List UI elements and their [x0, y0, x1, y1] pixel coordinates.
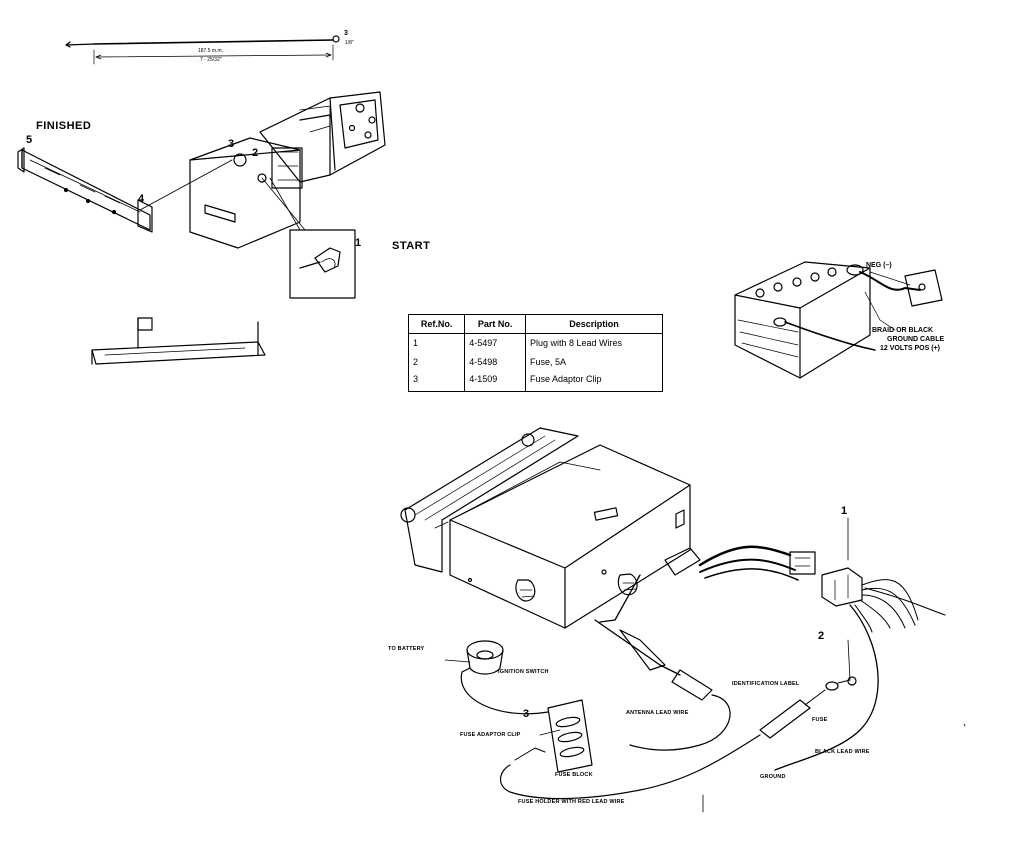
fuse-block-label: FUSE BLOCK: [555, 772, 593, 778]
black-lead-label: BLACK LEAD WIRE: [815, 749, 870, 755]
header-part-no: Part No.: [464, 314, 526, 334]
callout-3-rod: 3: [344, 30, 348, 37]
fuse-holder-label: FUSE HOLDER WITH RED LEAD WIRE: [518, 799, 625, 805]
table-row: 3 4-1509 Fuse Adaptor Clip: [407, 373, 663, 392]
callout-3-top: 3: [228, 138, 235, 150]
table-row: 1 4-5497 Plug with 8 Lead Wires: [407, 333, 663, 357]
part-no-cell: 4-1509: [464, 373, 526, 392]
dimension-in-label: 7 - 25/32": [200, 57, 222, 63]
description-cell: Fuse Adaptor Clip: [525, 373, 663, 392]
finished-label: FINISHED: [36, 120, 92, 132]
fuse-label: FUSE: [812, 717, 828, 723]
callout-2-fuse: 2: [818, 630, 825, 642]
to-battery-label: TO BATTERY: [388, 646, 425, 652]
start-detail-box: [289, 229, 356, 299]
start-label: START: [392, 240, 431, 252]
ignition-switch-label: IGNITION SWITCH: [498, 669, 549, 675]
ground-cable-label: GROUND CABLE: [887, 336, 945, 343]
fuse-adaptor-clip-label: FUSE ADAPTOR CLIP: [460, 732, 521, 738]
ref-no-cell: 2: [407, 356, 466, 374]
callout-3-clip: 3: [523, 708, 530, 720]
ref-no-cell: 1: [407, 333, 466, 357]
callout-4: 4: [138, 193, 145, 205]
mounting-rod-drawing: [65, 35, 340, 65]
callout-5: 5: [26, 134, 33, 146]
description-cell: Plug with 8 Lead Wires: [525, 333, 663, 357]
callout-1-start: 1: [355, 237, 362, 249]
finished-bracket-drawing: [17, 147, 233, 233]
part-no-cell: 4-5497: [464, 333, 526, 357]
callout-1-plug: 1: [841, 505, 848, 517]
wiring-harness-drawing: [444, 517, 966, 813]
braid-label: BRAID OR BLACK: [872, 327, 934, 334]
battery-drawing: [734, 261, 943, 379]
parts-table-header-row: Ref.No. Part No. Description: [407, 314, 663, 334]
pos-label: 12 VOLTS POS (+): [880, 345, 940, 352]
fraction-label: 1/8": [345, 40, 354, 46]
header-ref-no: Ref.No.: [407, 314, 466, 334]
table-row: 2 4-5498 Fuse, 5A: [407, 356, 663, 374]
header-description: Description: [525, 314, 663, 334]
callout-2-top: 2: [252, 147, 259, 159]
radio-chassis-top-drawing: [189, 91, 386, 249]
antenna-lead-label: ANTENNA LEAD WIRE: [626, 710, 689, 716]
radio-unit-drawing: [400, 427, 701, 629]
description-cell: Fuse, 5A: [525, 356, 663, 374]
ground-label: GROUND: [760, 774, 786, 780]
dimension-mm-label: 187.5 m.m.: [198, 48, 224, 54]
identification-label: IDENTIFICATION LABEL: [732, 681, 800, 687]
neg-label: NEG (–): [866, 262, 892, 269]
part-no-cell: 4-5498: [464, 356, 526, 374]
side-bracket-drawing: [91, 317, 266, 365]
ref-no-cell: 3: [407, 373, 466, 392]
parts-table: Ref.No. Part No. Description 1 4-5497 Pl…: [407, 314, 663, 392]
